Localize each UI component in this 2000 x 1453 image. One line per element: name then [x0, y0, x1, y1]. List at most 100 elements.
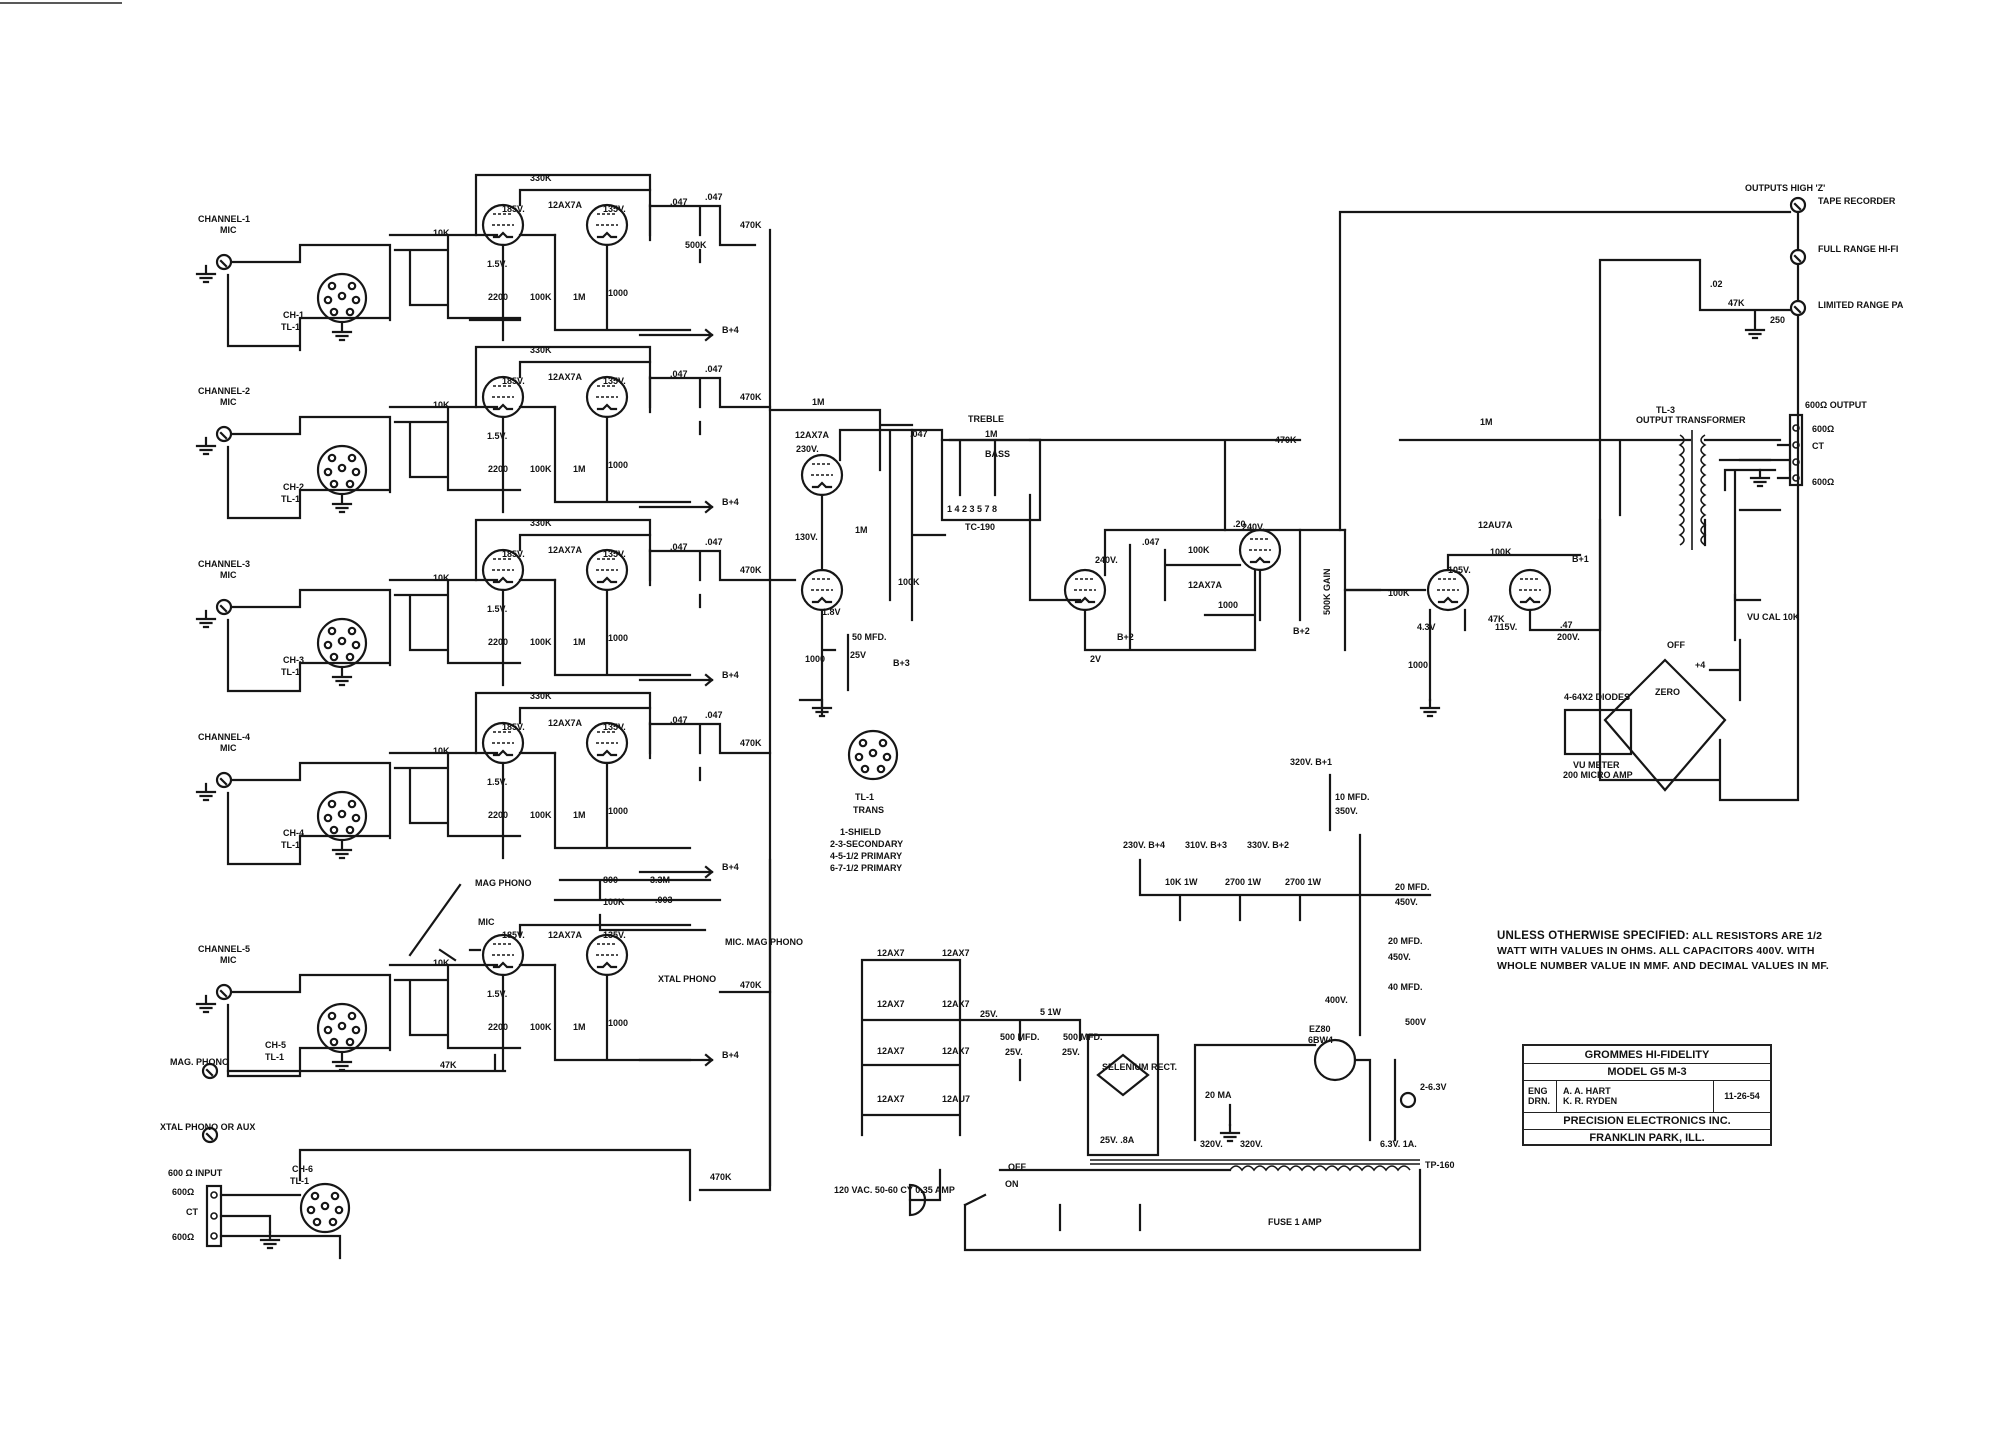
cap-volt-label: 500V — [1405, 1017, 1426, 1027]
resistor-label: 47K — [1488, 614, 1505, 624]
pilot-label: 2-6.3V — [1420, 1082, 1447, 1092]
ground-icon — [195, 264, 217, 284]
full-range-label: FULL RANGE HI-FI — [1818, 244, 1898, 254]
input-transformer-icon — [316, 444, 368, 496]
limited-jack-icon — [1789, 299, 1807, 317]
title-line-1: GROMMES HI-FIDELITY — [1524, 1046, 1770, 1064]
load-resistor-label: 100K — [530, 810, 552, 820]
line-input: 600 Ω INPUT 600Ω CT 600Ω CH-6 TL-1 470K — [168, 858, 772, 1260]
coupling-cap-label: .047 — [705, 192, 723, 202]
channel-stage: CHANNEL-1 MIC CH-1 TL-1 10K 330K 185V. 1… — [195, 173, 762, 352]
tl1-label: TL-1 — [855, 792, 874, 802]
mic-mag-label: MIC. MAG PHONO — [725, 937, 803, 947]
tube-label: 12AX7A — [548, 200, 583, 210]
cathode-voltage-label: 1.8V — [822, 607, 841, 617]
coupling-cap-label: .047 — [705, 364, 723, 374]
transformer-sub-label: TL-1 — [281, 494, 300, 504]
channel-sub-label: MIC — [220, 955, 237, 965]
plate-voltage-label: 135V. — [603, 549, 626, 559]
plug-icon — [908, 1183, 927, 1217]
channel-stage: CHANNEL-3 MIC CH-3 TL-1 10K 330K 185V. 1… — [195, 518, 772, 693]
tl1-pin-label: 1-SHIELD — [840, 827, 882, 837]
meter-sub-label: 200 MICRO AMP — [1563, 770, 1633, 780]
coupling-cap-label: .047 — [670, 197, 688, 207]
pot-label: 500K — [685, 240, 707, 250]
transformer-sub-label: TL-1 — [281, 840, 300, 850]
grid-resistor-label: 10K — [433, 958, 450, 968]
heater-volt-label: 25V. — [1005, 1047, 1023, 1057]
load-resistor-label: 100K — [530, 637, 552, 647]
plate-voltage-label: 115V. — [1495, 622, 1517, 632]
cap-label: .003 — [655, 895, 673, 905]
current-label: 20 MA — [1205, 1090, 1232, 1100]
tube-icon — [1426, 568, 1470, 612]
tube-icon — [481, 933, 525, 977]
filament-volt-label: 6.3V. 1A. — [1380, 1139, 1417, 1149]
tube-icon — [1238, 528, 1282, 572]
tl1-pinout: TL-1 TRANS 1-SHIELD 2-3-SECONDARY 4-5-1/… — [830, 729, 903, 873]
outputs-high-z-label: OUTPUTS HIGH 'Z' — [1745, 183, 1825, 193]
xtal-label: XTAL PHONO — [658, 974, 716, 984]
resistor-label: 3.3M — [650, 875, 670, 885]
tube-label: 12AX7A — [1188, 580, 1223, 590]
ground-icon — [331, 1052, 353, 1072]
plate-voltage-label: 135V. — [603, 722, 626, 732]
coupling-cap-label: .047 — [705, 537, 723, 547]
rectifier-label: EZ80 — [1309, 1024, 1331, 1034]
tl1-sub-label: TRANS — [853, 805, 884, 815]
notes-body: ALL RESISTORS ARE 1/2 WATT WITH VALUES I… — [1497, 930, 1830, 972]
plate-voltage-label: 185V. — [502, 549, 525, 559]
title-line-2: MODEL G5 M-3 — [1524, 1063, 1770, 1081]
input-transformer-icon — [316, 272, 368, 324]
bplus-label: B+4 — [722, 670, 739, 680]
mic-jack-icon — [215, 425, 233, 443]
resistor-label: 1M — [855, 525, 868, 535]
tube-label: 12AX7A — [548, 930, 583, 940]
heater-string: 12AX7 12AX7 12AX7 12AX7 12AX7 12AX7 12AX… — [860, 948, 1103, 1137]
mic-switch-label: MIC — [478, 917, 495, 927]
heater-resistor-label: 5 1W — [1040, 1007, 1062, 1017]
input-tap-label: CT — [186, 1207, 198, 1217]
tube-label: 12AX7A — [795, 430, 830, 440]
plate-voltage-label: 135V. — [603, 930, 626, 940]
bplus-label: 320V. B+1 — [1290, 757, 1332, 767]
feedback-resistor-label: 330K — [530, 518, 552, 528]
channel-sub-label: MIC — [220, 743, 237, 753]
secondary-volt-label: 320V. — [1200, 1139, 1223, 1149]
heater-tube-label: 12AX7 — [942, 999, 970, 1009]
heater-volt-label: 25V. — [1062, 1047, 1080, 1057]
ground-icon — [331, 840, 353, 860]
resistor-label: 800 — [603, 875, 618, 885]
plate-voltage-label: 105V. — [1448, 565, 1471, 575]
transformer-label: CH-4 — [283, 828, 304, 838]
transformer-label: CH-3 — [283, 655, 304, 665]
tube-label: 12AX7A — [548, 545, 583, 555]
grid-leak-label: 1M — [573, 292, 586, 302]
input-tap-label: 600Ω — [172, 1187, 194, 1197]
input-transformer-icon — [316, 1002, 368, 1054]
heater-tube-label: 12AX7 — [942, 1046, 970, 1056]
general-notes: UNLESS OTHERWISE SPECIFIED: ALL RESISTOR… — [1497, 929, 1837, 974]
channel-label: CHANNEL-1 — [198, 214, 250, 224]
channel-sub-label: MIC — [220, 570, 237, 580]
bplus-label: B+4 — [722, 497, 739, 507]
ground-icon — [195, 609, 217, 629]
eng-name: A. A. HART — [1563, 1086, 1611, 1096]
off-label: OFF — [1008, 1162, 1026, 1172]
title-block: GROMMES HI-FIDELITY MODEL G5 M-3 ENG DRN… — [1522, 1044, 1772, 1146]
zero-label: ZERO — [1655, 687, 1680, 697]
resistor-label: 470K — [1275, 435, 1297, 445]
voltage-label: 400V. — [1325, 995, 1348, 1005]
ground-icon — [195, 994, 217, 1014]
grid-leak-label: 1M — [573, 1022, 586, 1032]
plate-voltage-label: 185V. — [502, 722, 525, 732]
cathode-resistor-label: 1000 — [608, 633, 628, 643]
bplus-label: 230V. B+4 — [1123, 840, 1165, 850]
resistor-label: 1000 — [1408, 660, 1428, 670]
tube-label: 12AU7A — [1478, 520, 1513, 530]
ground-icon — [195, 436, 217, 456]
mic-jack-icon — [215, 983, 233, 1001]
fuse-label: FUSE 1 AMP — [1268, 1217, 1322, 1227]
cathode-cap-label: 50 MFD. — [852, 632, 887, 642]
input-transformer-icon — [316, 790, 368, 842]
